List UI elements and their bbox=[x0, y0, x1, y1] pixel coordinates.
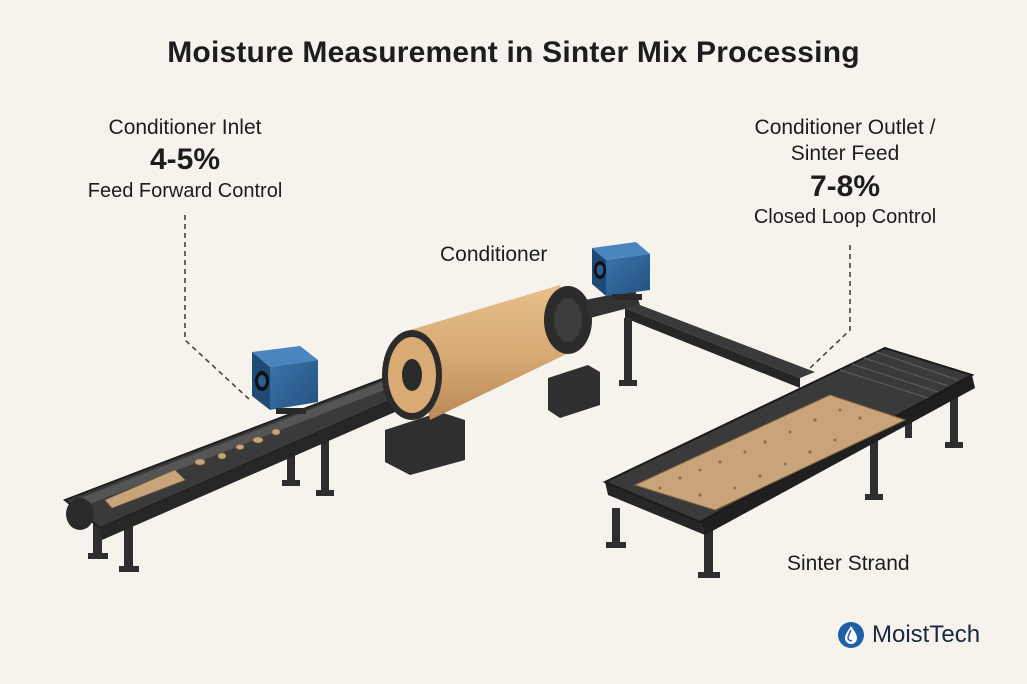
inlet-name: Conditioner Inlet bbox=[108, 116, 262, 139]
sinter-strand-legs bbox=[606, 390, 963, 578]
conditioner-label: Conditioner bbox=[440, 243, 548, 266]
inlet-control: Feed Forward Control bbox=[87, 179, 283, 202]
conditioner-stand bbox=[385, 365, 600, 475]
inlet-conveyor bbox=[63, 376, 395, 540]
sinter-strand-label: Sinter Strand bbox=[787, 552, 910, 575]
inlet-range: 4-5% bbox=[149, 143, 221, 177]
diagram-title: Moisture Measurement in Sinter Mix Proce… bbox=[167, 36, 860, 69]
brand-name: MoistTech bbox=[872, 621, 981, 648]
outlet-callout: Conditioner Outlet / Sinter Feed 7-8% Cl… bbox=[705, 115, 985, 230]
outlet-control: Closed Loop Control bbox=[753, 206, 937, 228]
moisttech-logo-icon bbox=[838, 622, 864, 648]
inlet-conveyor-legs bbox=[88, 440, 334, 572]
inlet-leader-line bbox=[184, 215, 251, 401]
outlet-conveyor bbox=[585, 290, 815, 388]
sinter-strand bbox=[602, 346, 975, 535]
inlet-sensor bbox=[252, 346, 318, 414]
outlet-leader-line bbox=[807, 245, 851, 371]
outlet-name-line1: Conditioner Outlet / bbox=[754, 116, 936, 139]
conditioner-drum bbox=[382, 285, 592, 420]
outlet-name-line2: Sinter Feed bbox=[790, 142, 900, 166]
inlet-material bbox=[104, 428, 281, 509]
outlet-sensor bbox=[592, 242, 650, 300]
brand-logo: MoistTech bbox=[836, 620, 980, 650]
outlet-range: 7-8% bbox=[809, 169, 881, 203]
inlet-callout: Conditioner Inlet 4-5% Feed Forward Cont… bbox=[50, 115, 320, 204]
